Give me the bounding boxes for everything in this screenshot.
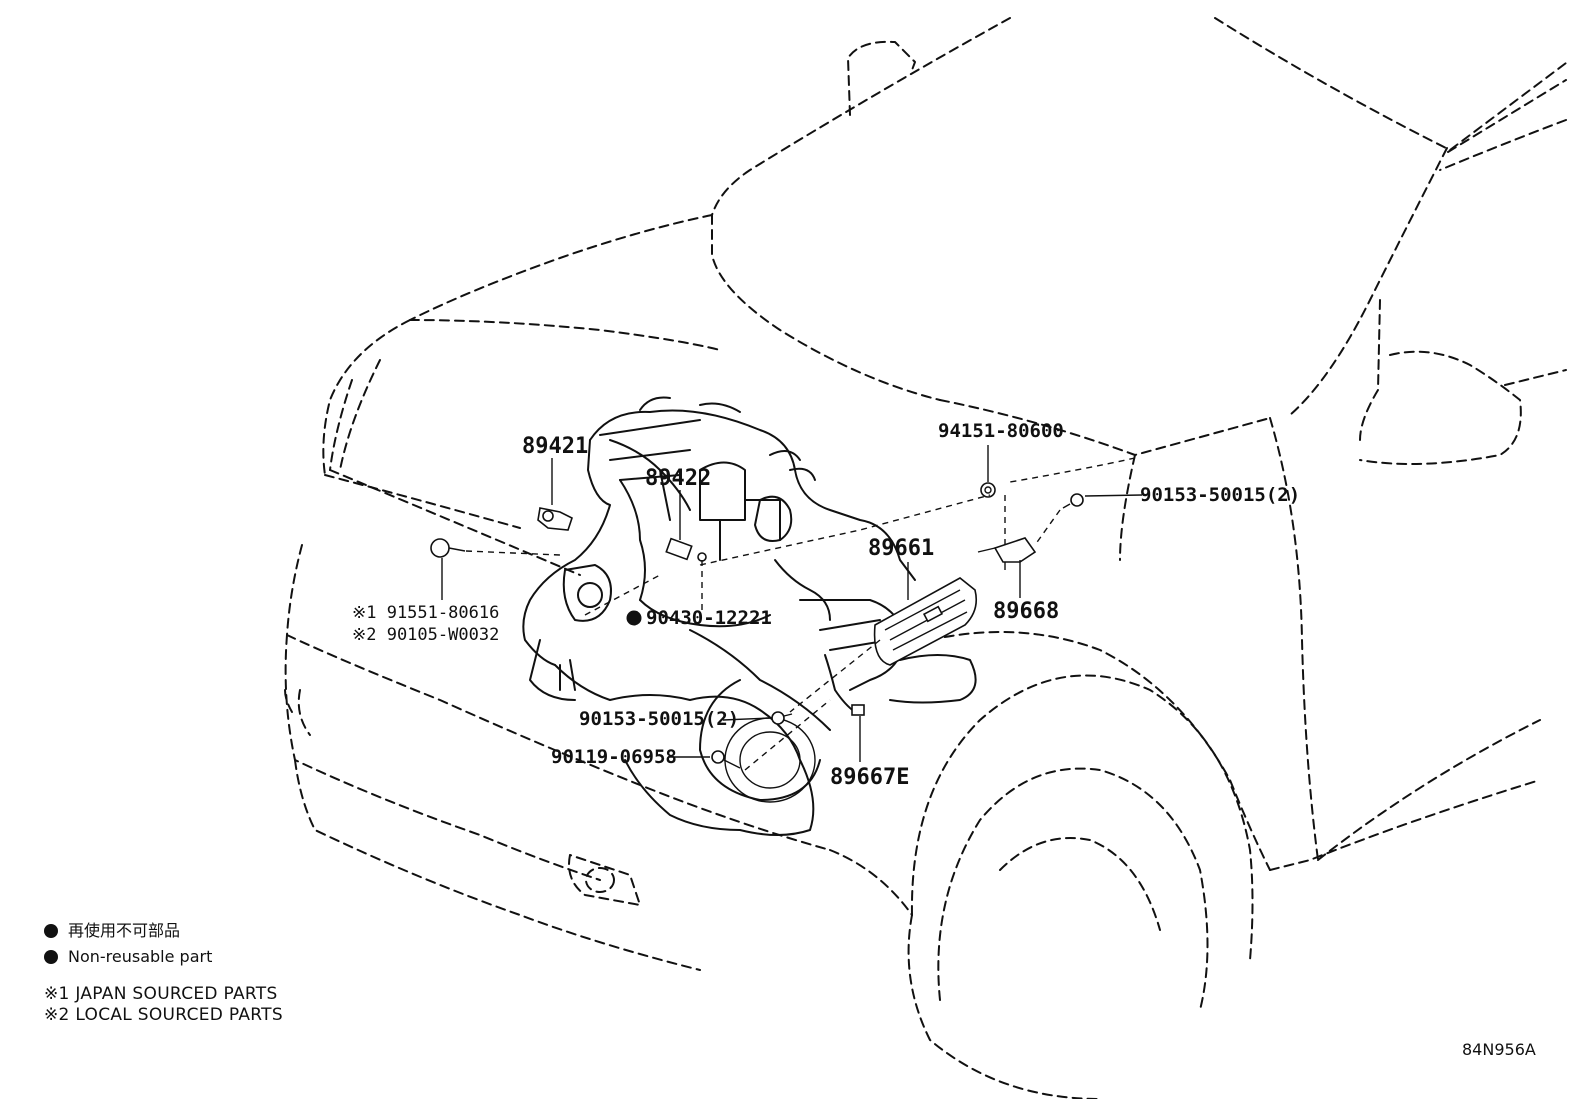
vehicle-outline — [284, 17, 1571, 1099]
label-94151-80600: 94151-80600 — [938, 420, 1064, 442]
label-89668: 89668 — [993, 599, 1059, 624]
bolt-91551 — [430, 538, 466, 558]
bolt-90119 — [711, 750, 741, 769]
non-reusable-marker — [626, 610, 642, 626]
legend-row-jp: 再使用不可部品 — [44, 918, 283, 944]
label-90153-50015-bot: 90153-50015(2) — [579, 708, 739, 730]
leader-lines — [441, 445, 1143, 771]
label-90119-06958: 90119-06958 — [551, 746, 677, 768]
legend: 再使用不可部品 Non-reusable part ※1 JAPAN SOURC… — [44, 918, 283, 1026]
sensor-89421 — [537, 507, 573, 531]
label-90430-12221: 90430-12221 — [646, 607, 772, 629]
label-91551-80616: ※1 91551-80616 — [352, 603, 499, 623]
harness-89667e — [824, 654, 865, 716]
legend-row-en: Non-reusable part — [44, 944, 283, 970]
sensor-89422 — [665, 537, 707, 562]
label-89667E: 89667E — [830, 765, 909, 790]
non-reusable-bullet-icon — [44, 950, 58, 964]
label-89661: 89661 — [868, 536, 934, 561]
legend-note-japan: ※1 JAPAN SOURCED PARTS — [44, 984, 278, 1004]
label-90105-W0032: ※2 90105-W0032 — [352, 625, 499, 645]
ecu-89661 — [873, 577, 978, 666]
legend-non-reusable-jp: 再使用不可部品 — [68, 921, 181, 940]
nut-94151 — [980, 482, 996, 498]
bolt-90153-bot — [771, 711, 793, 725]
label-89421: 89421 — [522, 434, 588, 459]
legend-non-reusable-en: Non-reusable part — [68, 947, 213, 966]
label-89422: 89422 — [645, 466, 711, 491]
diagram-code: 84N956A — [1462, 1040, 1536, 1059]
legend-note-local: ※2 LOCAL SOURCED PARTS — [44, 1005, 283, 1025]
label-90153-50015-top: 90153-50015(2) — [1140, 484, 1300, 506]
bolt-90153-top — [1062, 493, 1084, 509]
bracket-89668 — [977, 537, 1037, 570]
engine-assembly — [522, 396, 977, 836]
non-reusable-bullet-icon — [44, 924, 58, 938]
